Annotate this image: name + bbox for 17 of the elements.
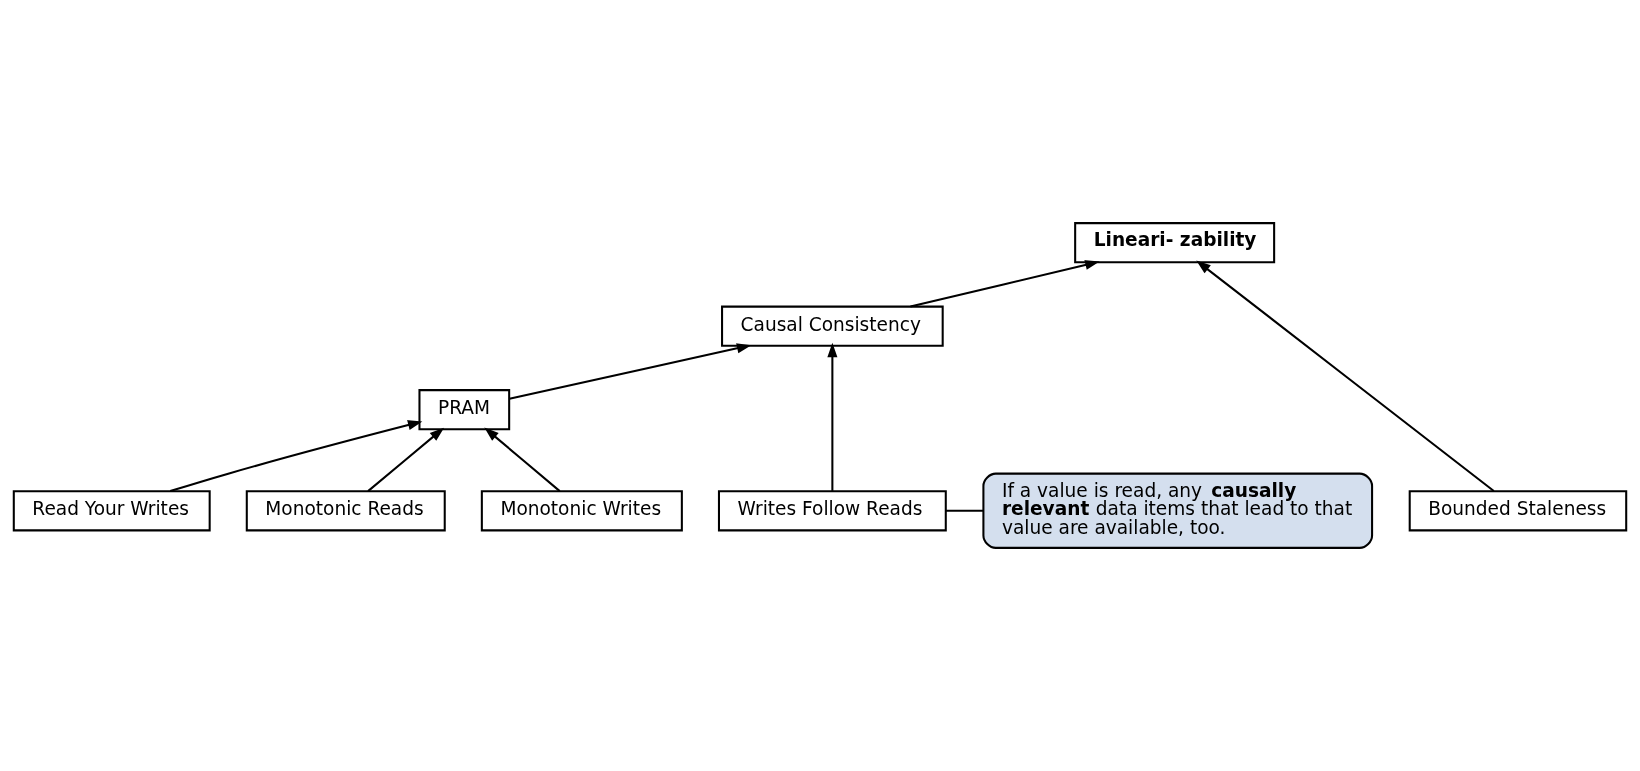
node-box: Read Your Writes <box>12 490 211 532</box>
arrow <box>484 427 561 492</box>
node-box: Monotonic Writes <box>480 490 683 532</box>
node-box: PRAM <box>418 389 511 431</box>
node-box: Monotonic Reads <box>245 490 446 532</box>
arrow <box>827 342 838 491</box>
arrow <box>910 260 1100 308</box>
arrow <box>509 343 752 400</box>
node-box: Writes Follow Reads <box>717 490 947 532</box>
arrow <box>1196 260 1495 492</box>
node-box: Causal Consistency <box>721 305 944 347</box>
node-box: If a value is read, any causally relevant data items that lead to that value are available, too. <box>982 472 1374 549</box>
node-box: Lineari- zability <box>1074 222 1276 264</box>
connector <box>946 509 984 512</box>
arrow <box>367 427 445 492</box>
arrow <box>169 420 423 493</box>
node-box: Bounded Staleness <box>1408 490 1628 532</box>
